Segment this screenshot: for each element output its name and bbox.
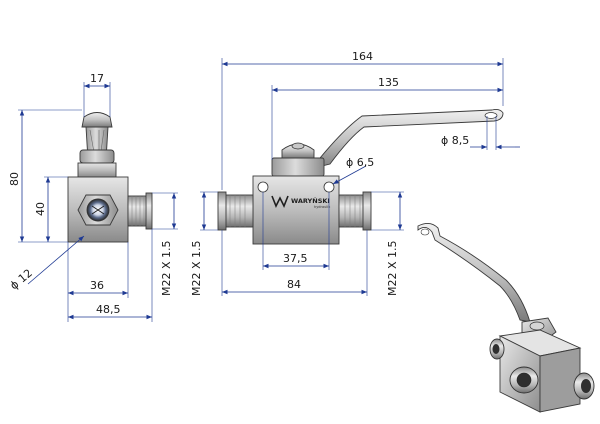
- side-view-handle: [77, 112, 117, 178]
- dim-label-front-overall-width: 84: [287, 278, 301, 291]
- front-view-thread-left: [221, 194, 254, 228]
- dimension-lines: [18, 58, 520, 322]
- front-view-thread-right: [338, 194, 368, 228]
- brand-logo-subtext: hydraulik: [314, 205, 331, 209]
- dim-label-port-diameter: ϕ 12: [8, 266, 35, 292]
- dim-label-mounting-hole-diameter: ϕ 6,5: [346, 156, 374, 169]
- dim-label-hole-spacing: 37,5: [283, 252, 308, 265]
- dim-label-overall-length: 164: [352, 50, 373, 63]
- dim-label-handle-length: 135: [378, 76, 399, 89]
- side-view: [67, 112, 153, 243]
- dim-label-body-height: 80: [8, 172, 21, 186]
- brand-logo: WARYŃSKI hydraulik: [271, 195, 331, 209]
- dim-label-stem-width: 17: [90, 72, 104, 85]
- front-view: WARYŃSKI hydraulik: [217, 108, 504, 245]
- front-view-mounting-hole-right: [323, 181, 335, 193]
- front-view-lever: [299, 108, 504, 171]
- dim-label-thread-left: M22 X 1.5: [190, 240, 203, 296]
- isometric-view: [417, 223, 595, 413]
- front-view-mounting-hole-left: [257, 181, 269, 193]
- dim-label-handle-tip-diameter: ϕ 8,5: [441, 134, 469, 147]
- dim-label-thread-side: M22 X 1.5: [160, 240, 173, 296]
- brand-logo-text: WARYŃSKI: [291, 196, 330, 205]
- isometric-lever: [417, 223, 531, 323]
- dim-label-thread-right: M22 X 1.5: [386, 240, 399, 296]
- dim-label-side-body-width: 36: [90, 279, 104, 292]
- dim-label-port-height: 40: [34, 202, 47, 216]
- dim-label-side-overall-width: 48,5: [96, 303, 121, 316]
